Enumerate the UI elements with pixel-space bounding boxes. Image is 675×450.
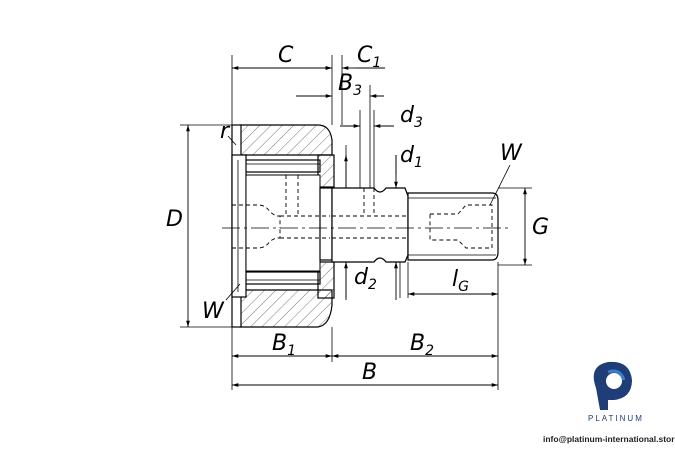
platinum-logo: PLATINUM info@platinum-international.sto… — [543, 361, 675, 444]
label-d2: d2 — [354, 265, 377, 293]
label-D: D — [166, 207, 183, 232]
seals — [317, 154, 335, 299]
label-G: G — [532, 215, 549, 240]
dimension-labels: C C1 B3 d3 d1 r W D G d2 lG W B1 B2 B — [166, 43, 549, 385]
label-B: B — [362, 360, 377, 385]
label-d1: d1 — [400, 143, 423, 171]
flange-washer — [231, 154, 247, 298]
extension-lines — [180, 55, 532, 390]
label-W-left: W — [202, 299, 225, 324]
label-C: C — [278, 43, 294, 68]
label-B3: B3 — [338, 71, 362, 99]
label-r: r — [220, 119, 231, 144]
label-d3: d3 — [400, 103, 423, 131]
label-B1: B1 — [272, 331, 296, 359]
stud-shaft — [245, 174, 499, 272]
hidden-lines — [232, 175, 493, 249]
leader-lines — [225, 135, 511, 301]
label-C1: C1 — [357, 43, 381, 71]
logo-text: PLATINUM — [588, 414, 644, 423]
label-W-top: W — [500, 141, 523, 166]
dimension-lines — [186, 66, 527, 387]
label-B2: B2 — [410, 331, 434, 359]
label-lG: lG — [452, 267, 469, 295]
contact-email: info@platinum-international.store — [543, 434, 675, 444]
